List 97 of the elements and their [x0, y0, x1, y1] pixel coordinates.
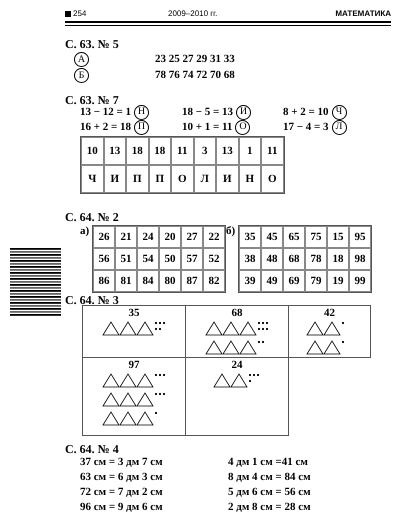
table-cell: 52	[203, 248, 225, 270]
table-cell: Л	[194, 165, 216, 193]
table-cell: О	[261, 165, 284, 193]
equation: 63 см = 6 дм 3 см	[80, 471, 163, 483]
table-cell: 20	[159, 226, 181, 248]
table-cell: 26	[93, 226, 115, 248]
table-cell: 22	[203, 226, 225, 248]
section-heading: С. 63. № 5	[65, 37, 119, 51]
table-cell: 11	[261, 137, 284, 165]
equation: 16 + 2 = 18	[80, 120, 132, 135]
table-cell: О	[171, 165, 194, 193]
table-cell: 3	[194, 137, 216, 165]
equation: 2 дм 8 см = 28 см	[228, 501, 311, 513]
table-cell: П	[148, 165, 171, 193]
part-label: а)	[80, 225, 90, 237]
table-cell: 69	[283, 270, 305, 292]
table-cell: 75	[305, 226, 327, 248]
table-cell: 81	[115, 270, 137, 292]
table-cell: 38	[239, 248, 261, 270]
table-cell: 79	[305, 270, 327, 292]
table-cell: 98	[349, 248, 371, 270]
table-cell: 49	[261, 270, 283, 292]
table-cell: Ч	[81, 165, 104, 193]
table-cell: 80	[159, 270, 181, 292]
circled-letter: И	[236, 104, 252, 120]
number-box	[185, 357, 289, 436]
box-number: 97	[128, 359, 140, 372]
number-box	[82, 305, 186, 358]
table-cell: 18	[126, 137, 148, 165]
box-number: 35	[128, 307, 140, 320]
table-cell: 13	[104, 137, 126, 165]
circled-letter: А	[74, 52, 89, 67]
part-label: б)	[226, 225, 236, 237]
section-heading: С. 64. № 2	[65, 210, 119, 224]
table-cell: 19	[327, 270, 349, 292]
equation: 96 см = 9 дм 6 см	[80, 501, 163, 513]
number-row: 78 76 74 72 70 68	[155, 69, 235, 81]
number-box	[82, 357, 186, 436]
equation: 10 + 1 = 11	[182, 120, 232, 135]
table-cell: 39	[239, 270, 261, 292]
circled-letter: Ч	[332, 104, 347, 120]
table-cell: 21	[115, 226, 137, 248]
equation: 17 − 4 = 3	[283, 120, 329, 135]
table-cell: 86	[93, 270, 115, 292]
equation: 18 − 5 = 13	[182, 105, 234, 120]
table-cell: И	[216, 165, 238, 193]
page-number: 254	[73, 8, 86, 20]
table-cell: И	[104, 165, 126, 193]
circled-letter: П	[134, 120, 150, 135]
table-cell: 68	[283, 248, 305, 270]
equation: 8 + 2 = 10	[283, 105, 329, 120]
equation: 37 см = 3 дм 7 см	[80, 456, 163, 468]
table-cell: 78	[305, 248, 327, 270]
circled-letter: Б	[74, 68, 89, 83]
table-cell: 84	[137, 270, 159, 292]
equation: 13 − 12 = 1	[80, 105, 132, 120]
table-cell: 48	[261, 248, 283, 270]
box-number: 42	[324, 307, 335, 320]
box-number: 68	[232, 307, 242, 320]
number-row: 23 25 27 29 31 33	[155, 53, 235, 65]
table-cell: 87	[181, 270, 203, 292]
table-cell: 56	[93, 248, 115, 270]
table-cell: Н	[238, 165, 261, 193]
equation: 5 дм 6 см = 56 см	[228, 486, 311, 498]
table-cell: 65	[283, 226, 305, 248]
table-cell: 10	[81, 137, 104, 165]
table-cell: 54	[137, 248, 159, 270]
box-number: 24	[232, 359, 242, 372]
table-cell: 18	[148, 137, 171, 165]
header-subject: МАТЕМАТИКА	[335, 9, 391, 18]
header-year: 2009–2010 гг.	[168, 9, 218, 18]
table-cell: 35	[239, 226, 261, 248]
number-box	[288, 305, 371, 358]
circled-letter: Л	[332, 120, 347, 135]
section-heading: С. 64. № 4	[65, 442, 119, 456]
table-cell: 95	[349, 226, 371, 248]
equation: 72 см = 7 дм 2 см	[80, 486, 163, 498]
table-cell: 11	[171, 137, 194, 165]
table-cell: 57	[181, 248, 203, 270]
circled-letter: О	[235, 120, 250, 135]
section-heading: С. 64. № 3	[65, 293, 119, 307]
equation: 8 дм 4 см = 84 см	[228, 471, 311, 483]
table-cell: П	[126, 165, 148, 193]
table-cell: 99	[349, 270, 371, 292]
table-cell: 1	[238, 137, 261, 165]
table-cell: 50	[159, 248, 181, 270]
table-cell: 24	[137, 226, 159, 248]
table-cell: 18	[327, 248, 349, 270]
table-cell: 13	[216, 137, 238, 165]
table-cell: 27	[181, 226, 203, 248]
circled-letter: Н	[134, 104, 150, 120]
section-heading: С. 63. № 7	[65, 93, 119, 107]
table-cell: 45	[261, 226, 283, 248]
equation: 4 дм 1 см =41 см	[228, 456, 308, 468]
table-cell: 15	[327, 226, 349, 248]
table-cell: 51	[115, 248, 137, 270]
table-cell: 82	[203, 270, 225, 292]
